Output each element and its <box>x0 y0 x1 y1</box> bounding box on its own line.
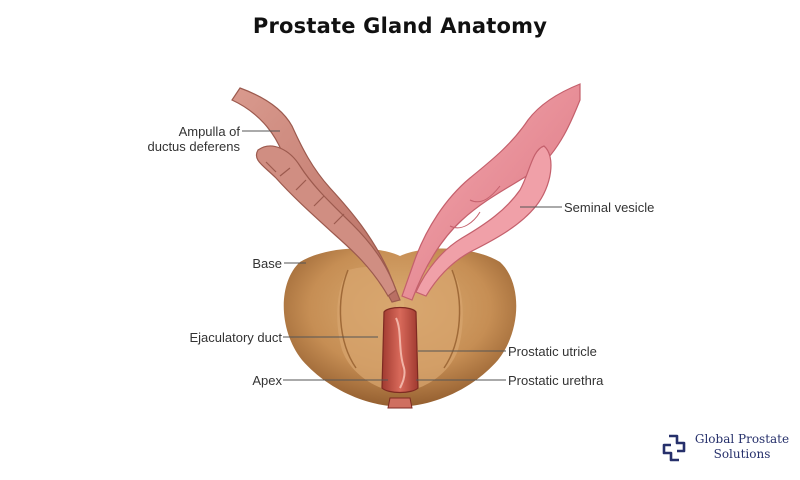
label-prostatic-utricle: Prostatic utricle <box>508 344 597 359</box>
brand-name: Global Prostate Solutions <box>693 432 791 462</box>
label-seminal-vesicle: Seminal vesicle <box>564 200 655 215</box>
label-prostatic-urethra: Prostatic urethra <box>508 373 604 388</box>
seminal-vesicle <box>401 83 581 301</box>
brand-name-line1: Global Prostate <box>694 432 790 446</box>
cross-link-logo-icon <box>662 434 686 462</box>
page-title: Prostate Gland Anatomy <box>252 14 548 38</box>
label-base: Base <box>252 256 282 271</box>
brand-name-line2: Solutions <box>713 447 771 461</box>
brand-logo: Global Prostate Solutions <box>659 432 789 466</box>
label-ampulla: Ampulla of ductus deferens <box>147 124 240 154</box>
label-ejaculatory-duct: Ejaculatory duct <box>189 330 283 345</box>
leader-lines <box>242 130 562 381</box>
prostatic-urethra <box>381 306 419 409</box>
ampulla-ductus-deferens <box>231 87 401 303</box>
label-apex: Apex <box>252 373 282 388</box>
